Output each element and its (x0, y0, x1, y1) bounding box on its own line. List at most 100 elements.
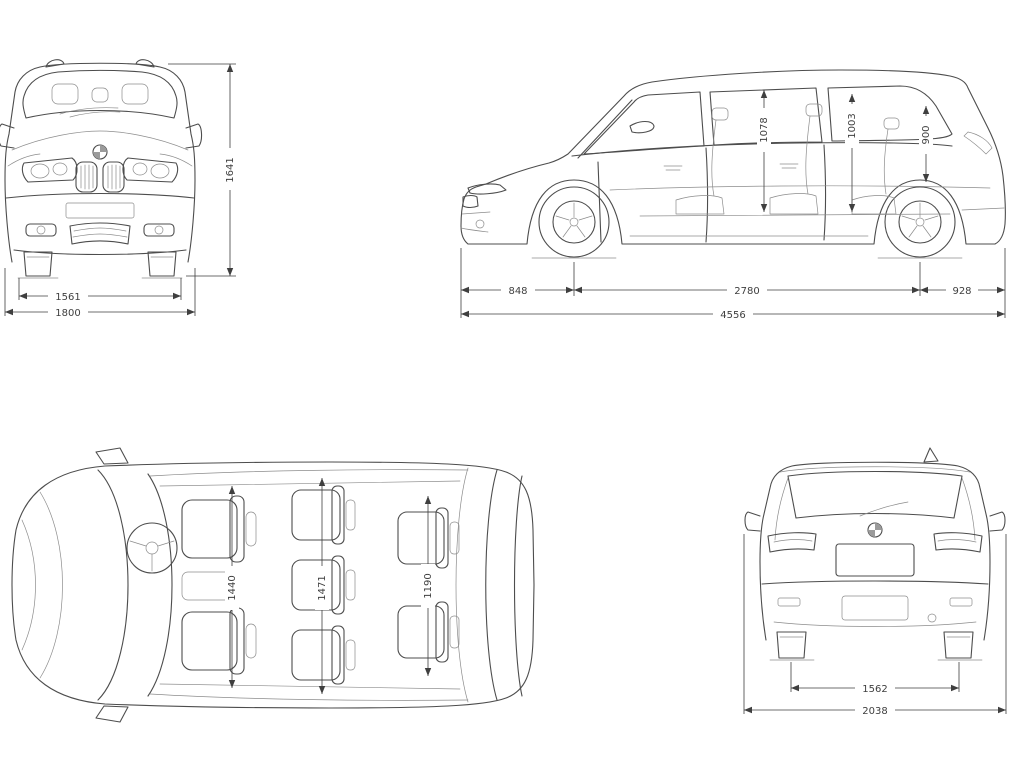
antenna-fin (923, 447, 939, 463)
reflector-right (949, 597, 973, 607)
rear-wheel (884, 186, 956, 258)
taillight-left (767, 532, 817, 553)
fog-right-lamp (154, 225, 164, 235)
rear-view-dimensions: 1562 2038 (743, 534, 1007, 717)
side-underbody (467, 179, 996, 245)
top-body-outline (11, 461, 535, 709)
dimension-label-front-interior-width: 1440 (227, 575, 238, 600)
bumper-bottom-crease (773, 621, 977, 627)
dimension-label-width-incl-mirrors: 2038 (862, 706, 887, 717)
windshield (22, 69, 178, 119)
license-plate-recess (835, 543, 915, 577)
kidney-grille (75, 161, 125, 193)
h2-label-bg (845, 104, 859, 148)
roof-rear-arc (455, 467, 469, 703)
front-seat-headrest (711, 107, 729, 121)
rear-window (787, 470, 963, 519)
dimension-label-front-interior-height: 1078 (759, 117, 770, 142)
steering-wheel-spokes (129, 540, 175, 572)
logo-quadrant-1 (100, 145, 107, 152)
side-headlight (467, 183, 507, 195)
dimension-label-middle-interior-width: 1471 (317, 575, 328, 600)
track-label-bg (48, 290, 88, 302)
roof-inner-line (779, 466, 971, 473)
rear-seat-headrest (883, 117, 900, 130)
mirror-left (0, 123, 15, 149)
taillights (767, 532, 983, 553)
overhang-r-label-bg (946, 284, 978, 296)
seat-headrest (245, 511, 257, 547)
dimension-label-rear-overhang: 928 (952, 286, 971, 297)
wipers (59, 107, 121, 118)
side-body-outline (460, 69, 1006, 245)
seat-headrest (345, 569, 356, 601)
w2-label-bg (315, 566, 329, 610)
grille-slats (80, 164, 121, 190)
seat-back (331, 485, 345, 545)
steering-wheel-hub (145, 541, 159, 555)
dimension-label-overall-height: 1641 (225, 157, 236, 182)
roof-side-rails (149, 469, 469, 701)
headrest-right (121, 83, 149, 105)
hatch-arcs (485, 469, 523, 701)
headlight-left-lens1 (30, 163, 50, 179)
fog-right-housing (143, 223, 175, 237)
h1-label-bg (757, 108, 771, 152)
hood-creases (7, 130, 193, 167)
rear-rim (898, 200, 942, 244)
dimension-label-front-track: 1561 (55, 292, 80, 303)
diffuser (841, 595, 909, 621)
seat-profiles (675, 115, 897, 215)
bmw-logo-icon-rear (867, 522, 883, 538)
headlight-left-lens2 (52, 162, 68, 176)
logo-quadrant-rear-1 (875, 523, 882, 530)
headlight-right-lens2 (132, 162, 148, 176)
fog-left-housing (25, 223, 57, 237)
dimension-label-overall-length: 4556 (720, 310, 745, 321)
rear-body-outline (759, 461, 991, 641)
mirror-right (185, 123, 203, 149)
side-mirror (629, 120, 655, 134)
rear-bumper-top-line (761, 580, 989, 585)
headrest-middle (91, 87, 109, 103)
a-pillar-inner (577, 99, 633, 159)
side-taillight (963, 131, 993, 155)
headlight-right-outline (122, 157, 179, 183)
quarter-window (827, 85, 953, 142)
top-mirrors (95, 447, 129, 723)
seat-headrest (449, 615, 460, 649)
intake-slats (72, 227, 128, 238)
interior-headrests (51, 83, 149, 105)
taillight-right (933, 532, 983, 553)
hood-and-bumper-creases (21, 491, 63, 679)
floor-line (639, 213, 951, 217)
seat-headrest (345, 639, 356, 671)
wheelbase-label-bg (727, 284, 767, 296)
side-details (460, 163, 1005, 259)
intake-outline (69, 222, 131, 245)
fog-lights (25, 223, 175, 237)
logo-quadrant-rear-2 (868, 530, 875, 537)
front-tire (538, 186, 610, 258)
top-view-dimensions: 1440 1471 1190 (225, 478, 435, 694)
bumper-upper-line (5, 192, 195, 199)
headlight-left-outline (21, 157, 78, 183)
front-door-window (583, 91, 705, 155)
rear-hub (915, 217, 925, 227)
middle-seat-headrest (805, 103, 823, 117)
rear-extension-lines (743, 534, 1007, 714)
fog-left-lamp (36, 225, 46, 235)
seat-cushion (397, 605, 445, 659)
headlight-right (122, 157, 179, 183)
rear-tires (776, 631, 974, 659)
side-view-dimensions: 1078 1003 900 848 2780 928 4556 (460, 90, 1006, 321)
windshield-top-arc (147, 473, 173, 697)
track-r-label-bg (855, 682, 895, 694)
overhang-f-label-bg (501, 284, 535, 296)
rear-wheels (769, 631, 983, 661)
front-lamp-grille (462, 183, 507, 229)
side-kidney-grille (462, 194, 479, 209)
reflector-left (777, 597, 801, 607)
exhaust-tip (927, 613, 937, 623)
